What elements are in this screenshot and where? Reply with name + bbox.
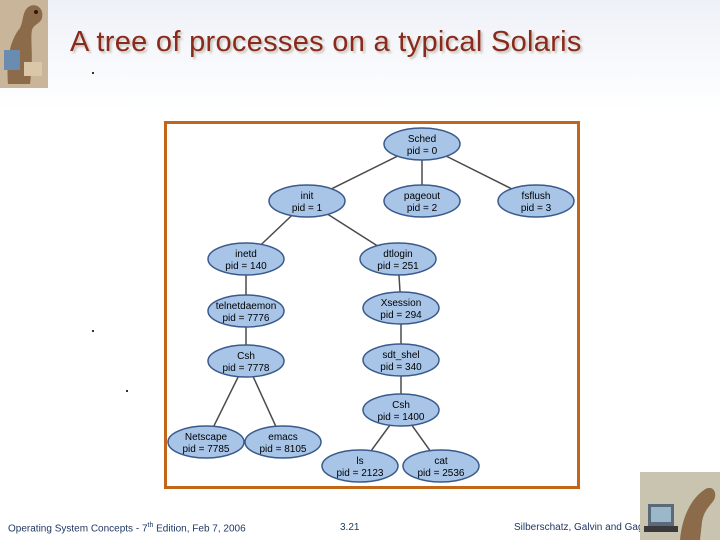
process-name: pageout bbox=[404, 191, 440, 202]
node-ellipse bbox=[359, 242, 437, 276]
node-ellipse bbox=[362, 393, 440, 427]
process-name: Netscape bbox=[185, 432, 228, 443]
process-pid: pid = 7778 bbox=[223, 363, 270, 374]
dinosaur-computer-icon bbox=[640, 472, 720, 540]
process-pid: pid = 3 bbox=[521, 203, 552, 214]
process-pid: pid = 7776 bbox=[223, 313, 270, 324]
node-ellipse bbox=[383, 184, 461, 218]
edge-csh1-netscape bbox=[213, 376, 239, 427]
process-name: ls bbox=[356, 456, 363, 467]
process-name: emacs bbox=[268, 432, 297, 443]
process-name: cat bbox=[434, 456, 448, 467]
process-name: sdt_shel bbox=[382, 350, 419, 361]
node-ellipse bbox=[207, 242, 285, 276]
node-ellipse bbox=[362, 343, 440, 377]
node-ellipse bbox=[268, 184, 346, 218]
edge-init-dtlogin bbox=[327, 213, 378, 247]
node-ellipse bbox=[167, 425, 245, 459]
process-name: inetd bbox=[235, 249, 257, 260]
node-ellipse bbox=[207, 344, 285, 378]
slide-title: A tree of processes on a typical Solaris bbox=[70, 26, 582, 58]
process-pid: pid = 2536 bbox=[418, 468, 465, 479]
process-name: Csh bbox=[392, 400, 410, 411]
process-name: telnetdaemon bbox=[216, 301, 277, 312]
process-pid: pid = 8105 bbox=[260, 444, 307, 455]
node-ellipse bbox=[497, 184, 575, 218]
stray-dot bbox=[92, 72, 94, 74]
process-pid: pid = 340 bbox=[380, 362, 422, 373]
process-pid: pid = 7785 bbox=[183, 444, 230, 455]
process-pid: pid = 294 bbox=[380, 310, 422, 321]
process-name: fsflush bbox=[522, 191, 551, 202]
footer-book-title: Operating System Concepts - 7th Edition,… bbox=[8, 522, 246, 535]
process-pid: pid = 2 bbox=[407, 203, 438, 214]
dinosaur-logo-icon bbox=[0, 0, 48, 88]
footer-copyright: Silberschatz, Galvin and Gagne ©2005 bbox=[514, 522, 688, 533]
edge-csh2-ls bbox=[370, 424, 391, 452]
process-name: dtlogin bbox=[383, 249, 412, 260]
node-ellipse bbox=[383, 127, 461, 161]
edge-csh1-emacs bbox=[252, 376, 277, 427]
process-name: Sched bbox=[408, 134, 436, 145]
process-pid: pid = 251 bbox=[377, 261, 419, 272]
process-pid: pid = 140 bbox=[225, 261, 267, 272]
process-name: Csh bbox=[237, 351, 255, 362]
edge-sched-init bbox=[331, 155, 398, 190]
node-ellipse bbox=[321, 449, 399, 483]
footer-page-number: 3.21 bbox=[340, 522, 360, 533]
edge-sched-fsflush bbox=[446, 155, 512, 190]
edge-csh2-cat bbox=[411, 424, 431, 452]
process-name: init bbox=[301, 191, 314, 202]
process-name: Xsession bbox=[381, 298, 422, 309]
edge-dtlogin-xsession bbox=[398, 274, 401, 293]
process-pid: pid = 1400 bbox=[378, 412, 425, 423]
process-pid: pid = 0 bbox=[407, 146, 438, 157]
stray-dot bbox=[126, 390, 128, 392]
node-ellipse bbox=[207, 294, 285, 328]
node-ellipse bbox=[402, 449, 480, 483]
process-pid: pid = 2123 bbox=[337, 468, 384, 479]
process-pid: pid = 1 bbox=[292, 203, 323, 214]
edge-init-inetd bbox=[260, 215, 293, 245]
node-ellipse bbox=[244, 425, 322, 459]
node-ellipse bbox=[362, 291, 440, 325]
stray-dot bbox=[92, 330, 94, 332]
